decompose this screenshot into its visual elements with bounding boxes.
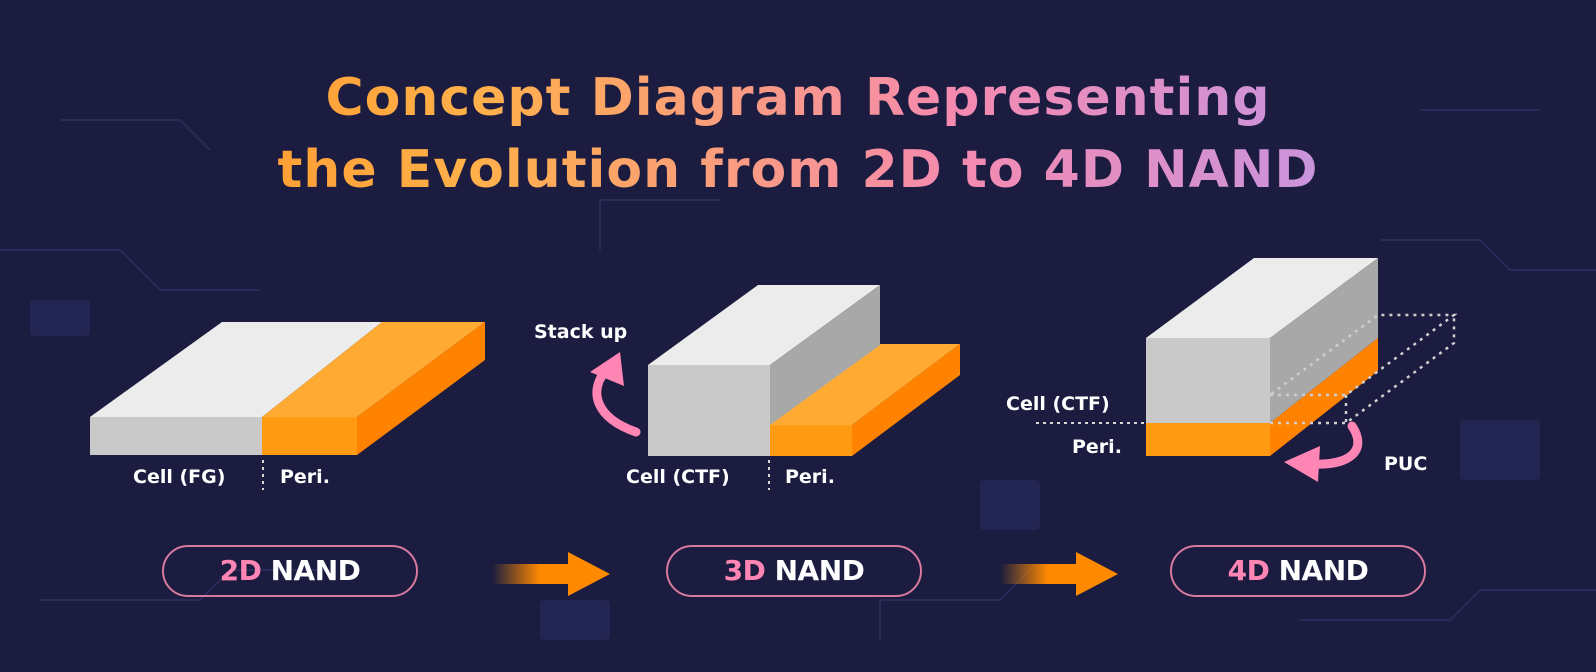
4d-peri-outline [1266, 313, 1458, 426]
stage-prefix-4d: 4D [1227, 554, 1270, 587]
title-line-2: the Evolution from 2D to 4D NAND [0, 134, 1596, 206]
4d-peri-front-face [1146, 423, 1270, 456]
2d-cell-front-face [90, 417, 262, 455]
3d-peri-front-face [770, 425, 852, 456]
evolution-arrow-1 [492, 552, 610, 596]
stage-name-4d: NAND [1278, 554, 1369, 587]
puc-arrow-icon [1284, 421, 1363, 482]
4d-cell-top-face [1146, 258, 1378, 338]
3d-cell-side-face [770, 285, 880, 425]
stage-prefix-3d: 3D [723, 554, 766, 587]
stage-label-4d: 4D NAND [1170, 545, 1426, 597]
4d-peri-label: Peri. [1072, 436, 1122, 458]
3d-nand-block [648, 285, 960, 456]
3d-cell-top-face [648, 285, 880, 365]
stage-label-3d: 3D NAND [666, 545, 922, 597]
4d-nand-block [1146, 258, 1378, 456]
4d-cell-front-face [1146, 338, 1270, 423]
2d-peri-label: Peri. [280, 466, 330, 488]
stage-prefix-2d: 2D [219, 554, 262, 587]
puc-label: PUC [1384, 453, 1427, 475]
stage-name-2d: NAND [270, 554, 361, 587]
3d-cell-front-face [648, 365, 770, 456]
2d-nand-block [90, 322, 485, 455]
title-line-1: Concept Diagram Representing [0, 62, 1596, 134]
2d-peri-front-face [262, 417, 357, 455]
page-title: Concept Diagram Representing the Evoluti… [0, 62, 1596, 206]
4d-peri-side-face [1270, 338, 1378, 456]
4d-cell-side-face [1270, 258, 1378, 423]
2d-peri-side-face [357, 322, 485, 455]
evolution-arrow-2 [1000, 552, 1118, 596]
2d-cell-top-face [90, 322, 382, 417]
stage-name-3d: NAND [774, 554, 865, 587]
3d-peri-side-face [852, 344, 960, 456]
stack-up-arrow-icon [590, 352, 641, 437]
stack-up-label: Stack up [534, 321, 627, 343]
2d-peri-top-face [262, 322, 485, 417]
3d-peri-label: Peri. [785, 466, 835, 488]
2d-cell-label: Cell (FG) [133, 466, 225, 488]
3d-peri-top-face [770, 344, 960, 425]
3d-cell-label: Cell (CTF) [626, 466, 730, 488]
stage-label-2d: 2D NAND [162, 545, 418, 597]
4d-cell-label: Cell (CTF) [1006, 393, 1110, 415]
